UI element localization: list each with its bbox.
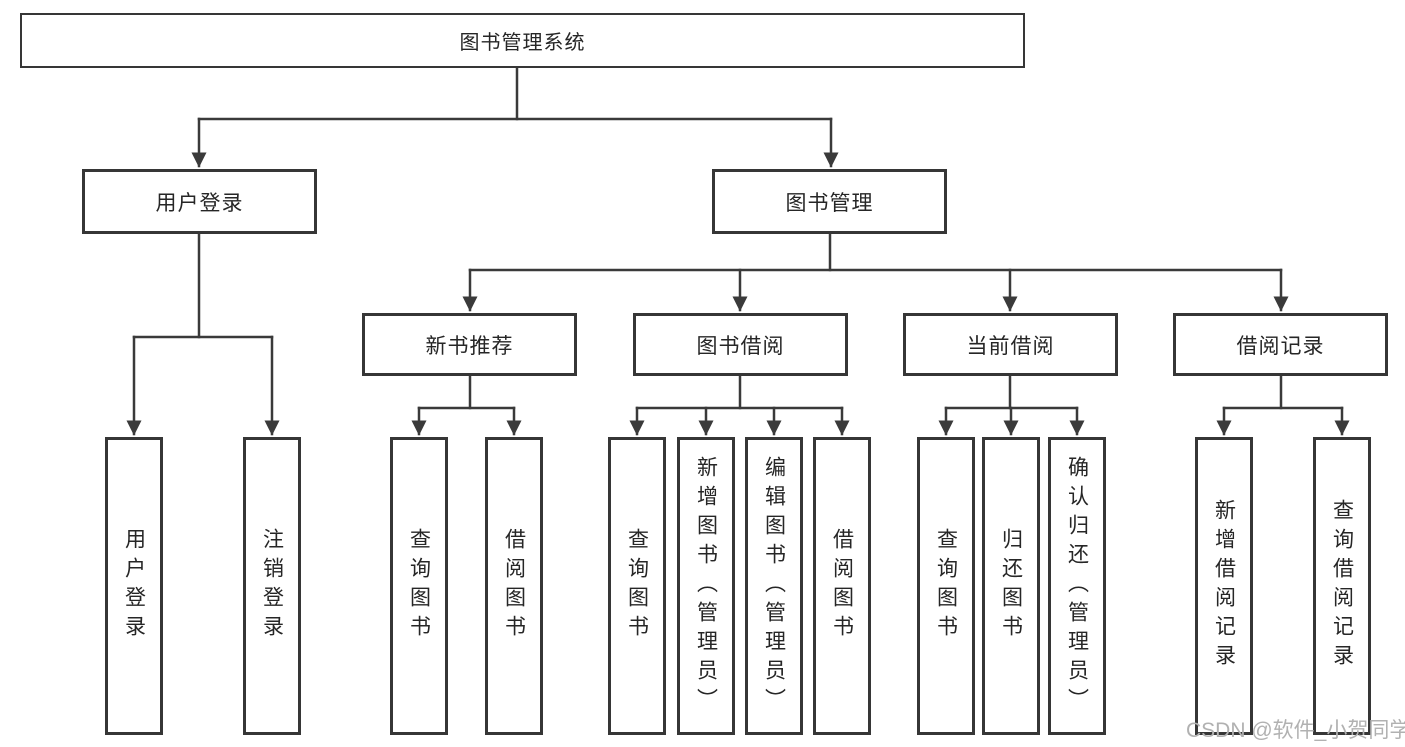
leaf-user-login: 用户登录 [105, 437, 163, 735]
leaf-borrow-books-recommend: 借阅图书 [485, 437, 543, 735]
node-book-borrowing: 图书借阅 [633, 313, 848, 376]
leaf-edit-books-admin: 编辑图书（管理员） [745, 437, 803, 735]
node-user-login: 用户登录 [82, 169, 317, 234]
leaf-label: 用户登录 [122, 528, 146, 644]
leaf-label: 编辑图书（管理员） [762, 455, 786, 717]
leaf-logout: 注销登录 [243, 437, 301, 735]
node-current-borrowing: 当前借阅 [903, 313, 1118, 376]
leaf-label: 注销登录 [260, 528, 284, 644]
node-borrowing-records: 借阅记录 [1173, 313, 1388, 376]
node-label: 用户登录 [155, 191, 244, 215]
node-label: 图书借阅 [696, 334, 785, 358]
leaf-label: 新增借阅记录 [1212, 499, 1236, 673]
leaf-return-books: 归还图书 [982, 437, 1040, 735]
leaf-add-borrow-record: 新增借阅记录 [1195, 437, 1253, 735]
leaf-label: 归还图书 [999, 528, 1023, 644]
node-label: 新书推荐 [425, 334, 514, 358]
node-new-book-recommendation: 新书推荐 [362, 313, 577, 376]
node-label: 图书管理系统 [459, 32, 586, 54]
node-library-management-system: 图书管理系统 [20, 13, 1025, 68]
leaf-confirm-return-admin: 确认归还（管理员） [1048, 437, 1106, 735]
csdn-watermark: CSDN @软件_小贺同学 [1186, 719, 1405, 742]
leaf-label: 新增图书（管理员） [694, 455, 718, 717]
leaf-add-books-admin: 新增图书（管理员） [677, 437, 735, 735]
leaf-label: 查询借阅记录 [1330, 499, 1354, 673]
leaf-query-books-borrowing: 查询图书 [608, 437, 666, 735]
leaf-label: 确认归还（管理员） [1065, 455, 1089, 717]
leaf-label: 借阅图书 [830, 528, 854, 644]
leaf-borrow-books-borrowing: 借阅图书 [813, 437, 871, 735]
node-book-management: 图书管理 [712, 169, 947, 234]
leaf-label: 查询图书 [407, 528, 431, 644]
node-label: 借阅记录 [1236, 334, 1325, 358]
leaf-query-books-recommend: 查询图书 [390, 437, 448, 735]
node-label: 图书管理 [785, 191, 874, 215]
leaf-label: 借阅图书 [502, 528, 526, 644]
leaf-label: 查询图书 [625, 528, 649, 644]
leaf-query-books-current: 查询图书 [917, 437, 975, 735]
leaf-query-borrow-record: 查询借阅记录 [1313, 437, 1371, 735]
node-label: 当前借阅 [966, 334, 1055, 358]
leaf-label: 查询图书 [934, 528, 958, 644]
